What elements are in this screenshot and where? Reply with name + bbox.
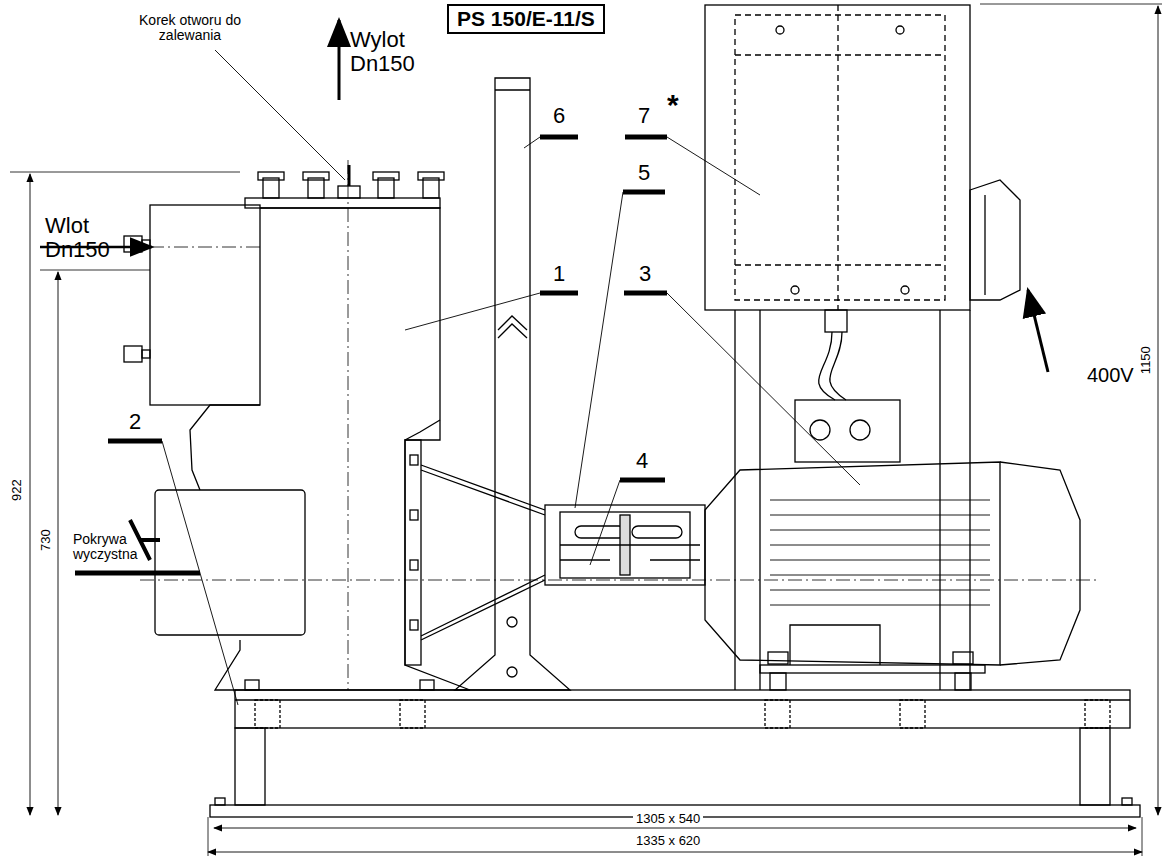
dimension: 1305 x 540 [633,812,703,826]
callout-number: 3 [639,262,651,286]
port-label: Wylot Dn150 [350,28,420,76]
callout-number: 1 [553,262,565,286]
callout-mark: * [667,88,679,121]
model-title: PS 150/E-11/S [447,4,605,34]
dimension: 922 [10,479,24,501]
callout-number: 6 [553,104,565,128]
part-note: Pokrywa wyczystna [73,532,193,563]
part-note: Korek otworu do zalewania [115,13,265,44]
dimension: 730 [39,529,53,551]
callout-number: 4 [636,449,648,473]
callout-number: 2 [129,410,141,434]
callout-number: 5 [638,161,650,185]
dimension: 1335 x 620 [633,834,703,848]
port-label: Wlot Dn150 [45,214,115,262]
dimension: 1150 [1139,346,1153,374]
callout-number: 7 [638,104,650,128]
voltage-label: 400V [1087,364,1134,386]
